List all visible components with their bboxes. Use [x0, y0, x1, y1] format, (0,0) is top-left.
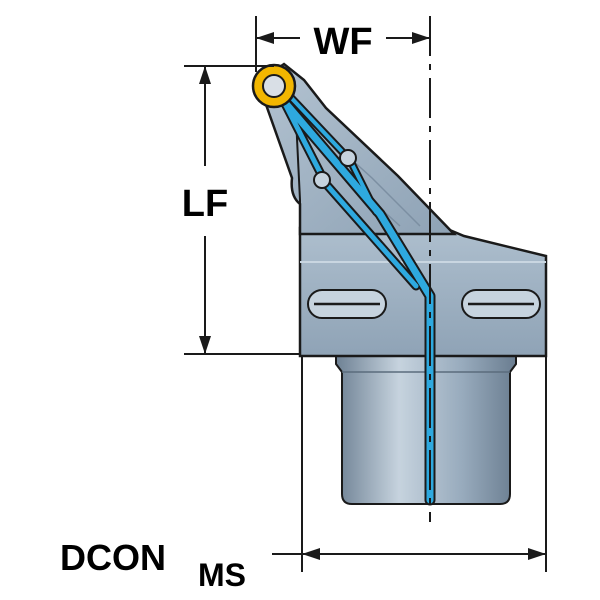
lf-dimension — [184, 65, 300, 355]
dcon-label: DCON — [60, 537, 166, 578]
tool-arm — [256, 62, 457, 236]
lf-label: LF — [182, 183, 228, 225]
right-slot — [461, 289, 541, 319]
nozzle-lower — [313, 171, 331, 189]
dcon-dimension — [272, 356, 547, 572]
left-slot — [307, 289, 387, 319]
cutting-insert — [251, 63, 297, 109]
nozzle-upper — [339, 149, 357, 167]
tool-body — [251, 62, 548, 506]
dcon-subscript: MS — [198, 557, 246, 593]
wf-label: WF — [313, 21, 372, 63]
wf-dimension — [255, 16, 430, 72]
